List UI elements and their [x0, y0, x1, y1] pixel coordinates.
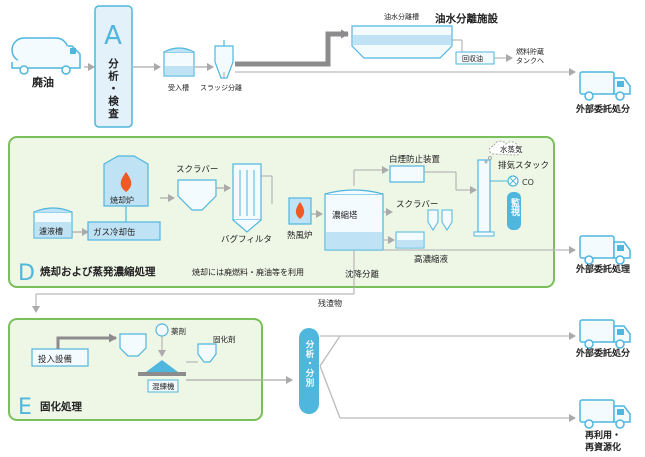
- label-scrubber-1: スクラバー: [176, 165, 218, 175]
- scrubber-2b: [441, 209, 453, 231]
- label-scrubber-2: スクラバー: [396, 200, 438, 210]
- label-reuse-2: 再資源化: [585, 441, 621, 453]
- label-incinerator: 焼却炉: [110, 195, 134, 205]
- scrubber-1: [177, 179, 217, 211]
- section-e-letter: E: [18, 395, 32, 420]
- section-e-title: 固化処理: [40, 400, 82, 413]
- label-mixer: 混練機: [152, 381, 175, 391]
- scrubber-2a: [427, 209, 439, 231]
- hopper: [119, 333, 147, 357]
- steam-cloud-icon: [489, 140, 521, 156]
- label-monitor: 監視: [509, 197, 521, 217]
- label-high-conc: 高濃縮液: [414, 254, 449, 265]
- flow-arrow: [319, 365, 341, 419]
- label-oil-water-tank: 油水分離槽: [384, 12, 419, 21]
- white-smoke-device: [389, 165, 425, 183]
- truck-icon: [579, 399, 631, 429]
- section-d-panel: [8, 136, 555, 288]
- flow-line-thick: [235, 29, 349, 67]
- tanker-truck-icon: [11, 37, 81, 75]
- flame-icon: [120, 172, 132, 192]
- flow-arrow: [319, 335, 341, 367]
- chemical-tank: [155, 323, 169, 337]
- label-outsourced-1: 外部委託処分: [575, 103, 630, 115]
- label-gas-cooler: ガス冷却缶: [93, 227, 136, 238]
- label-exhaust-stack: 排気スタック: [498, 160, 549, 171]
- label-reuse-1: 再利用・: [585, 429, 621, 441]
- label-analysis-sep: 分析・分別: [304, 339, 315, 387]
- co-label: CO: [522, 178, 534, 187]
- label-bag-filter: バグフィルタ: [221, 234, 272, 245]
- label-receiving-tank: 受入槽: [168, 83, 189, 92]
- sludge-separator: [214, 45, 234, 79]
- truck-icon: [579, 319, 631, 349]
- label-solidifier: 固化剤: [213, 334, 236, 344]
- label-input-equip: 投入設備: [38, 354, 73, 365]
- analysis-separation-box: [299, 328, 319, 414]
- label-hot-air: 熱風炉: [287, 230, 313, 241]
- flow-line-thick: [56, 333, 117, 349]
- truck-icon: [579, 71, 631, 101]
- label-sludge-sep: スラッジ分離: [200, 83, 242, 92]
- label-fuel-storage-2: タンクへ: [516, 56, 544, 65]
- label-steam: 水蒸気: [500, 144, 523, 154]
- bag-filter: [232, 163, 262, 233]
- box-a-text: 分析・検査: [107, 57, 119, 120]
- flame-icon: [295, 202, 305, 219]
- label-fuel-storage-1: 燃料貯蔵: [516, 47, 544, 56]
- label-sedimentation: 沈降分離: [345, 269, 380, 280]
- input-equipment: [31, 348, 89, 367]
- box-a-analysis: [94, 5, 133, 128]
- section-d-letter: D: [18, 261, 35, 286]
- label-concentrator: 濃縮塔: [332, 210, 358, 221]
- monitor-badge: [507, 192, 521, 230]
- solidifier-hopper: [197, 343, 217, 363]
- mixing-pile: [146, 360, 178, 372]
- label-oil-water-facility: 油水分離施設: [435, 12, 498, 25]
- label-chemical: 薬剤: [171, 326, 186, 336]
- truck-icon: [579, 235, 631, 265]
- box-a-letter: A: [104, 21, 122, 51]
- label-filtrate-tank: 濾液槽: [39, 226, 63, 236]
- mixer: [147, 379, 179, 393]
- section-d-title: 焼却および蒸発濃縮処理: [40, 265, 156, 278]
- label-white-smoke: 白煙防止装置: [389, 154, 441, 165]
- label-waste-oil: 廃油: [32, 75, 54, 89]
- label-recovered-oil: 回収油: [462, 54, 483, 63]
- gas-cooler: [87, 221, 161, 241]
- label-outsourced-3: 外部委託処分: [575, 347, 630, 359]
- label-outsourced-2: 外部委託処理: [575, 263, 630, 275]
- section-d-note: 焼却には廃燃料・廃油等を利用: [192, 267, 304, 277]
- exhaust-stack: [477, 159, 491, 233]
- label-residue: 残渣物: [318, 298, 342, 308]
